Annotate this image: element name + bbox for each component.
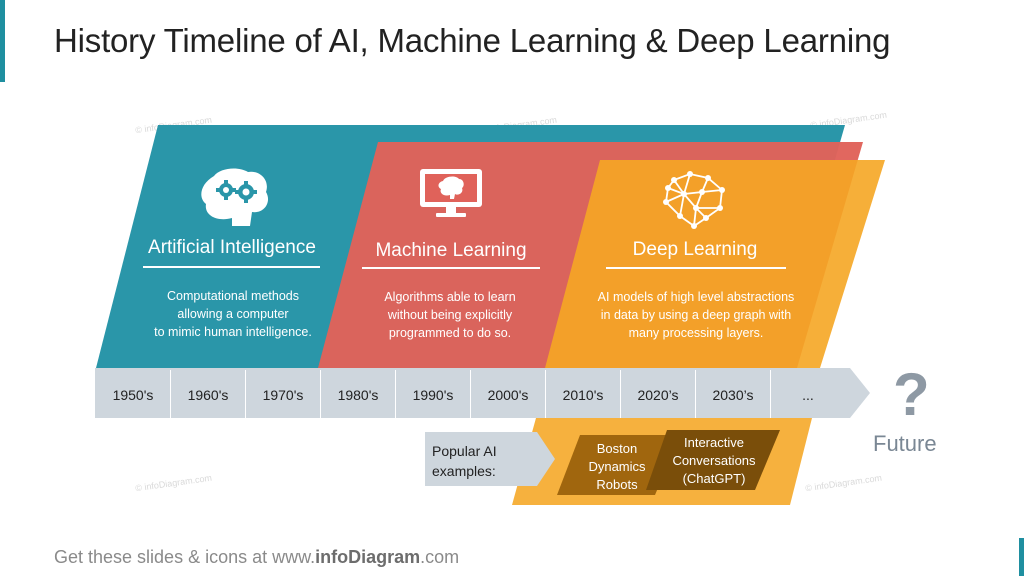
timeline-divider bbox=[395, 370, 396, 418]
example-chatgpt: Interactive Conversations (ChatGPT) bbox=[672, 435, 756, 486]
future-label: Future bbox=[873, 431, 937, 456]
examples-label: Popular AI examples: bbox=[432, 443, 497, 479]
timeline-divider bbox=[470, 370, 471, 418]
timeline-divider bbox=[620, 370, 621, 418]
timeline-label: 2000's bbox=[487, 387, 529, 403]
footer-link[interactable]: Get these slides & icons at www.infoDiag… bbox=[54, 547, 460, 567]
timeline-divider bbox=[695, 370, 696, 418]
ai-panel-title: Artificial Intelligence bbox=[148, 237, 316, 258]
ai-panel-description: Computational methods allowing a compute… bbox=[154, 289, 312, 339]
timeline-label: 2010's bbox=[562, 387, 604, 403]
timeline-divider bbox=[545, 370, 546, 418]
example-boston-dynamics: Boston Dynamics Robots bbox=[588, 441, 646, 492]
timeline-divider bbox=[320, 370, 321, 418]
neural-network-brain-icon bbox=[663, 171, 725, 229]
page-title: History Timeline of AI, Machine Learning… bbox=[54, 22, 891, 59]
left-accent-bar bbox=[0, 0, 5, 82]
timeline-arrow bbox=[95, 368, 870, 418]
right-accent-bar bbox=[1019, 538, 1024, 576]
monitor-brain-icon bbox=[420, 169, 482, 217]
timeline-divider bbox=[245, 370, 246, 418]
timeline-divider bbox=[170, 370, 171, 418]
timeline-label: 1980's bbox=[337, 387, 379, 403]
example-box-chatgpt bbox=[646, 430, 780, 490]
timeline-divider bbox=[770, 370, 771, 418]
timeline-label: ... bbox=[802, 387, 814, 403]
timeline-label: 2030’s bbox=[712, 387, 754, 403]
timeline-label: 1950's bbox=[112, 387, 154, 403]
brain-gears-icon bbox=[201, 168, 269, 226]
future-question-mark: ? bbox=[893, 361, 930, 428]
ai-title-underline bbox=[143, 266, 320, 268]
example-box-boston bbox=[557, 435, 680, 495]
ml-panel-description: Algorithms able to learn without being e… bbox=[384, 290, 516, 340]
examples-label-arrow bbox=[425, 432, 555, 486]
dl-title-underline bbox=[606, 267, 786, 269]
dl-panel-title: Deep Learning bbox=[632, 239, 758, 260]
ml-title-underline bbox=[362, 267, 540, 269]
timeline-label: 1960's bbox=[187, 387, 229, 403]
dl-panel bbox=[545, 160, 885, 368]
timeline-label: 1990's bbox=[412, 387, 454, 403]
ml-panel-title: Machine Learning bbox=[375, 240, 527, 261]
timeline-label: 2020’s bbox=[637, 387, 679, 403]
timeline-label: 1970's bbox=[262, 387, 304, 403]
dl-panel-description: AI models of high level abstractions in … bbox=[597, 290, 795, 340]
